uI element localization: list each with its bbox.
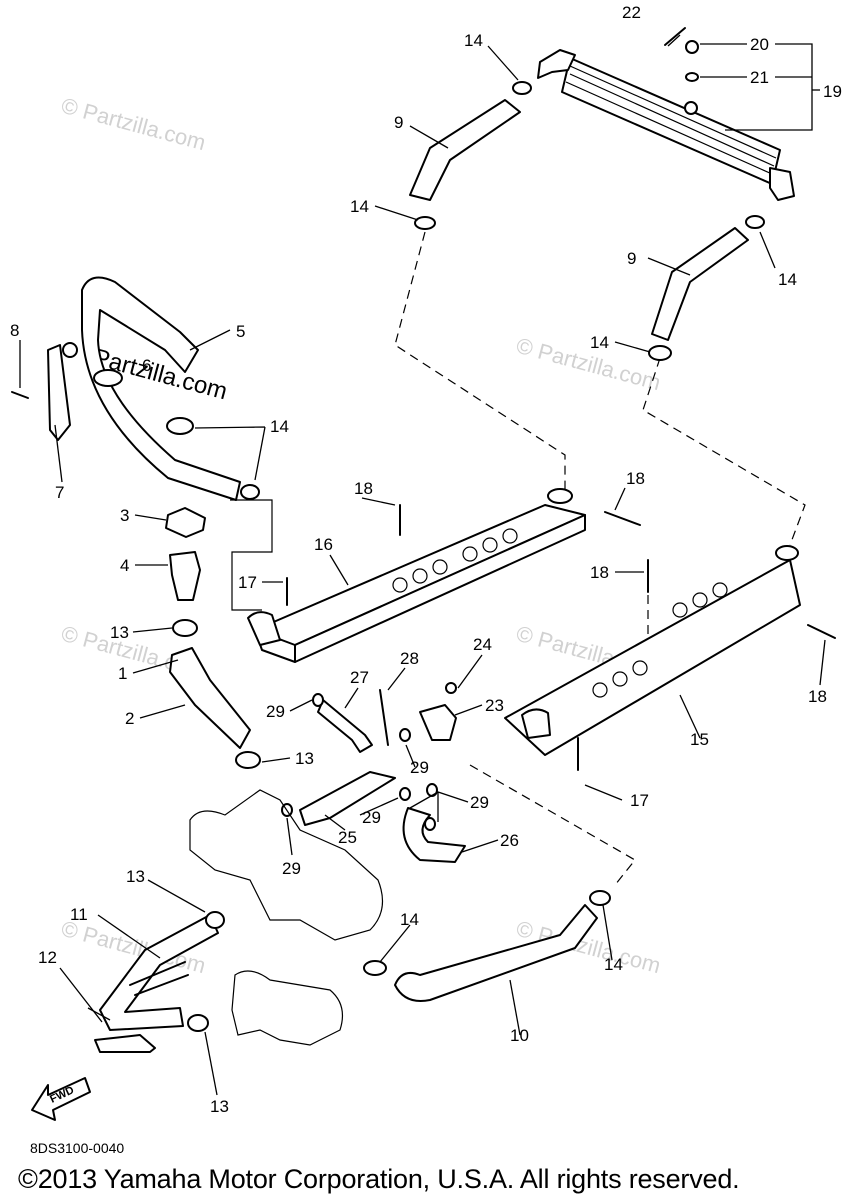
- callout-13-d: 13: [210, 1097, 229, 1116]
- callout-3: 3: [120, 506, 129, 525]
- callout-11: 11: [70, 905, 88, 924]
- hose-11: [99, 914, 219, 1031]
- watermark-1: © Partzilla.com: [59, 93, 209, 156]
- callout-5: 5: [236, 322, 245, 341]
- cap-3: [165, 507, 206, 538]
- callout-13-c: 13: [126, 867, 145, 886]
- callout-24: 24: [473, 635, 492, 654]
- callout-23: 23: [485, 696, 504, 715]
- radiator-16: [247, 488, 586, 663]
- callout-2: 2: [125, 709, 134, 728]
- clamp-13-c: [205, 911, 225, 929]
- callout-14-f: 14: [400, 910, 419, 929]
- pipe-25: [299, 771, 396, 826]
- callouts: 22 20 21 19 14 9 14 9 14 14 5 6 8 14 7 3…: [10, 3, 842, 1116]
- hose-9-right: [651, 227, 749, 341]
- hose-9-upper: [409, 99, 521, 201]
- hose-5-6: [81, 276, 241, 501]
- clamps-14: [166, 81, 765, 976]
- callout-21: 21: [750, 68, 769, 87]
- callout-6: 6: [142, 356, 151, 375]
- callout-14-g: 14: [604, 955, 623, 974]
- engine-outline: [189, 789, 384, 941]
- fwd-arrow: FWD: [31, 1077, 91, 1121]
- hose-12: [94, 1034, 156, 1053]
- callout-18-a: 18: [354, 479, 373, 498]
- clips-29: [281, 693, 438, 831]
- callout-29-d: 29: [362, 808, 381, 827]
- copyright-notice: ©2013 Yamaha Motor Corporation, U.S.A. A…: [18, 1164, 740, 1194]
- diagram-code: 8DS3100-0040: [30, 1140, 125, 1156]
- callout-4: 4: [120, 556, 129, 575]
- callout-26: 26: [500, 831, 519, 850]
- callout-13-b: 13: [295, 749, 314, 768]
- callout-15: 15: [690, 730, 709, 749]
- stay-7-ring: [62, 342, 78, 358]
- callout-14-e: 14: [270, 417, 289, 436]
- callout-1: 1: [118, 664, 127, 683]
- callout-17-b: 17: [630, 791, 649, 810]
- callout-29-b: 29: [410, 758, 429, 777]
- callout-29-c: 29: [470, 793, 489, 812]
- callout-9-b: 9: [627, 249, 636, 268]
- joint-23: [419, 704, 457, 741]
- callout-25: 25: [338, 828, 357, 847]
- fasteners: [286, 27, 836, 771]
- callout-9-a: 9: [394, 113, 403, 132]
- callout-7: 7: [55, 483, 64, 502]
- callout-13-a: 13: [110, 623, 129, 642]
- callout-28: 28: [400, 649, 419, 668]
- connector-6: [93, 369, 123, 387]
- callout-17-a: 17: [238, 573, 257, 592]
- callout-14-a: 14: [464, 31, 483, 50]
- callout-20: 20: [750, 35, 769, 54]
- engine-lower: [231, 970, 343, 1046]
- housing-4: [169, 551, 201, 601]
- callout-10: 10: [510, 1026, 529, 1045]
- hose-10: [394, 904, 598, 1002]
- callout-29-a: 29: [266, 702, 285, 721]
- stay-7: [47, 344, 71, 441]
- hose-27: [317, 699, 373, 753]
- callout-22: 22: [622, 3, 641, 22]
- radiator-15: [504, 545, 801, 756]
- clamp-13-lower: [235, 751, 261, 769]
- callout-18-b: 18: [626, 469, 645, 488]
- callout-18-d: 18: [808, 687, 827, 706]
- clamp-13-upper: [172, 619, 198, 637]
- clamp-13-d: [187, 1014, 209, 1032]
- callout-18-c: 18: [590, 563, 609, 582]
- watermark-2: © Partzilla.com: [514, 333, 664, 396]
- oil-cooler: [537, 49, 795, 201]
- callout-14-d: 14: [590, 333, 609, 352]
- leader-lines: [19, 34, 826, 1096]
- callout-14-c: 14: [778, 270, 797, 289]
- callout-12: 12: [38, 948, 57, 967]
- callout-16: 16: [314, 535, 333, 554]
- callout-29-e: 29: [282, 859, 301, 878]
- tie-28: [379, 689, 389, 746]
- callout-8: 8: [10, 321, 19, 340]
- bolt-8: [11, 391, 29, 399]
- hose-12-coil: [129, 961, 189, 996]
- callout-14-b: 14: [350, 197, 369, 216]
- callout-27: 27: [350, 668, 369, 687]
- callout-19: 19: [823, 82, 842, 101]
- hose-26: [402, 807, 466, 863]
- hose-1-2: [169, 647, 251, 749]
